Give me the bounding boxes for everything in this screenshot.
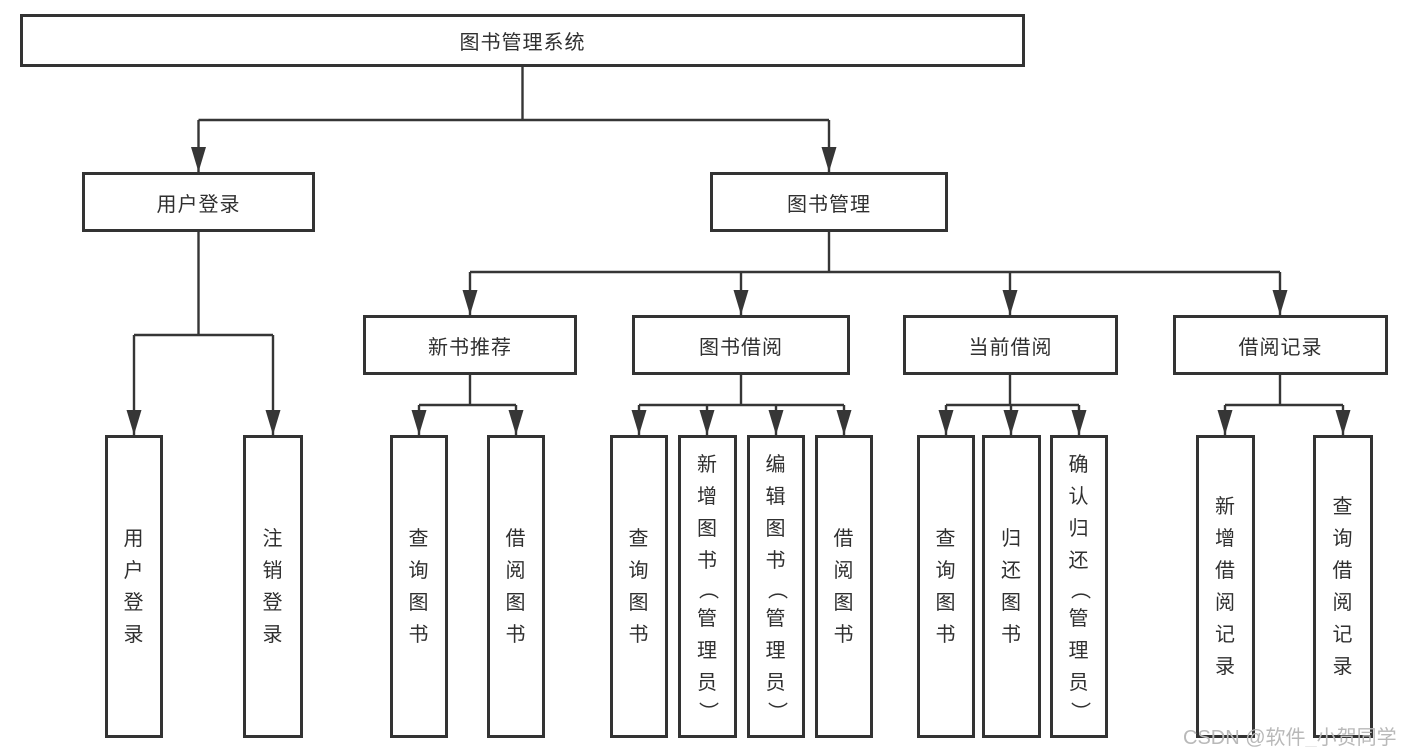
edge-current-borrow-rail [946, 375, 1079, 407]
leaf-borrow-book-1-label: 借阅图书 [505, 527, 527, 646]
node-book-management: 图书管理 [710, 172, 948, 232]
edge-user-login-rail [134, 232, 273, 337]
leaf-borrow-book-1: 借阅图书 [487, 435, 545, 738]
leaf-user-login-label: 用户登录 [123, 527, 145, 646]
leaf-query-book-2: 查询图书 [610, 435, 668, 738]
edge-book-borrow-rail [639, 375, 844, 407]
node-book-management-label: 图书管理 [787, 193, 871, 216]
leaf-query-book-1: 查询图书 [390, 435, 448, 738]
node-current-borrow-label: 当前借阅 [968, 336, 1053, 359]
node-current-borrow: 当前借阅 [903, 315, 1118, 375]
edge-book-management-rail [470, 232, 1280, 274]
leaf-borrow-book-2-label: 借阅图书 [833, 527, 855, 646]
leaf-query-book-3: 查询图书 [917, 435, 975, 738]
node-root-label: 图书管理系统 [459, 32, 586, 54]
leaf-query-book-1-label: 查询图书 [408, 527, 430, 646]
leaf-edit-book-admin: 编辑图书（管理员） [747, 435, 805, 738]
edge-borrow-record-rail [1225, 375, 1343, 407]
node-book-borrow-label: 图书借阅 [699, 336, 783, 359]
leaf-confirm-return-admin-label: 确认归还（管理员） [1068, 453, 1090, 723]
node-root: 图书管理系统 [20, 14, 1025, 67]
node-borrow-record-label: 借阅记录 [1238, 336, 1323, 359]
node-user-login-label: 用户登录 [156, 193, 241, 216]
leaf-query-book-3-label: 查询图书 [935, 527, 957, 646]
leaf-add-borrow-record: 新增借阅记录 [1196, 435, 1255, 738]
node-user-login: 用户登录 [82, 172, 315, 232]
edge-new-book-recommend-rail [419, 375, 516, 407]
leaf-borrow-book-2: 借阅图书 [815, 435, 873, 738]
node-new-book-recommend: 新书推荐 [363, 315, 577, 375]
edge-root-rail [198, 67, 829, 122]
watermark: CSDN @软件_小贺同学 [1183, 727, 1397, 747]
leaf-add-borrow-record-label: 新增借阅记录 [1215, 495, 1236, 678]
leaf-add-book-admin: 新增图书（管理员） [678, 435, 737, 738]
leaf-add-book-admin-label: 新增图书（管理员） [696, 453, 719, 723]
node-book-borrow: 图书借阅 [632, 315, 850, 375]
leaf-logout-label: 注销登录 [262, 527, 284, 646]
leaf-return-book-label: 归还图书 [1001, 527, 1022, 646]
node-new-book-recommend-label: 新书推荐 [428, 336, 512, 359]
leaf-edit-book-admin-label: 编辑图书（管理员） [765, 453, 787, 723]
leaf-query-book-2-label: 查询图书 [628, 527, 650, 646]
node-borrow-record: 借阅记录 [1173, 315, 1388, 375]
leaf-logout: 注销登录 [243, 435, 303, 738]
leaf-query-borrow-record: 查询借阅记录 [1313, 435, 1373, 738]
leaf-query-borrow-record-label: 查询借阅记录 [1332, 495, 1354, 678]
leaf-user-login: 用户登录 [105, 435, 163, 738]
leaf-confirm-return-admin: 确认归还（管理员） [1050, 435, 1108, 738]
leaf-return-book: 归还图书 [982, 435, 1041, 738]
